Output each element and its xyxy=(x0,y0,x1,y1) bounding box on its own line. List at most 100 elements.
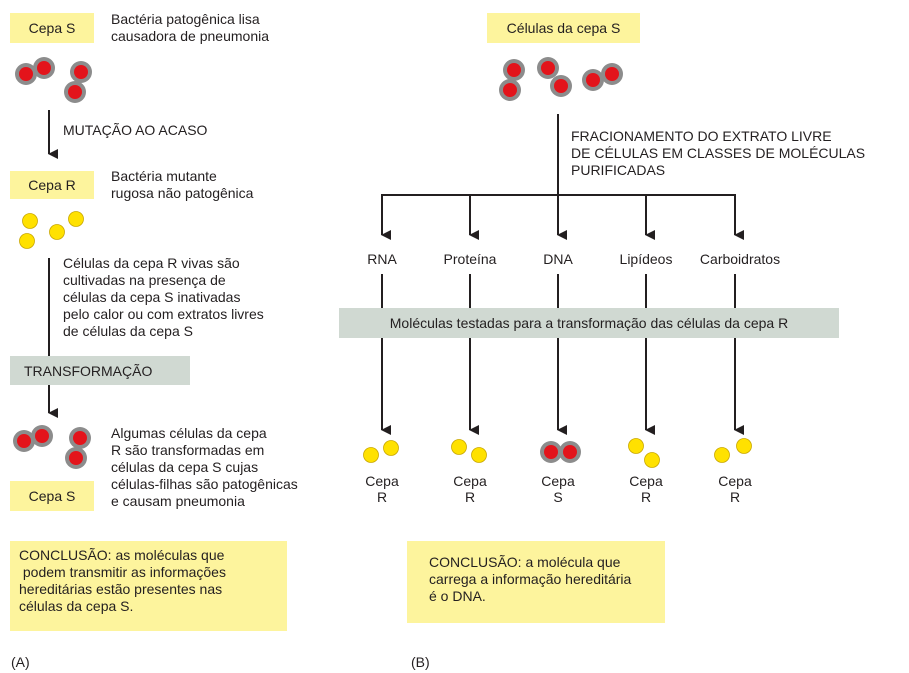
transformation-label: TRANSFORMAÇÃO xyxy=(24,362,153,379)
r-strain-cell-icon xyxy=(628,438,644,454)
branch-arrows xyxy=(381,195,744,240)
result-label-lipids: Cepa R xyxy=(616,473,676,505)
result-desc-line: células-filhas são patogênicas xyxy=(111,476,298,492)
strain-s-desc-line: Bactéria patogênica lisa xyxy=(111,11,260,27)
result-strain-label: Cepa S xyxy=(28,488,76,504)
culture-desc-line: pelo calor ou com extratos livres xyxy=(63,306,264,322)
fractionation-line: FRACIONAMENTO DO EXTRATO LIVRE xyxy=(571,128,832,144)
fractionation-line: PURIFICADAS xyxy=(571,162,666,178)
molecule-carbohydrates: Carboidratos xyxy=(699,251,781,267)
r-strain-cell-icon xyxy=(451,439,467,455)
s-strain-cell-icon xyxy=(31,425,53,447)
culture-desc-line: de células da cepa S xyxy=(63,323,193,339)
s-strain-cell-icon xyxy=(503,59,525,81)
result-desc-line: e causam pneumonia xyxy=(111,493,245,509)
conclusion-b-line: é o DNA. xyxy=(429,588,486,604)
strain-r-desc-line: rugosa não patogênica xyxy=(111,185,254,201)
fractionation-description: FRACIONAMENTO DO EXTRATO LIVRE DE CÉLULA… xyxy=(571,128,865,179)
result-line: R xyxy=(464,489,476,505)
result-cells-carbs xyxy=(714,438,752,463)
strain-s-desc-line: causadora de pneumonia xyxy=(111,28,270,44)
s-strain-cell-icon xyxy=(33,57,55,79)
strain-s-description: Bactéria patogênica lisa causadora de pn… xyxy=(111,11,269,45)
result-cells-dna xyxy=(540,441,581,463)
result-line: R xyxy=(729,489,741,505)
s-strain-cell-icon xyxy=(499,79,521,101)
result-desc-line: células da cepa S cujas xyxy=(111,459,259,475)
s-strain-cells-top xyxy=(15,57,92,103)
result-line: S xyxy=(553,489,563,505)
result-label-rna: Cepa R xyxy=(352,473,412,505)
s-strain-cell-icon xyxy=(559,441,581,463)
result-line: Cepa xyxy=(541,473,575,489)
result-line: Cepa xyxy=(365,473,399,489)
b-s-strain-cells xyxy=(499,57,623,101)
result-cells-protein xyxy=(451,439,487,463)
culture-desc-line: Células da cepa R vivas são xyxy=(63,255,240,271)
strain-s-label-box: Cepa S xyxy=(10,13,94,43)
test-arrows xyxy=(381,274,744,435)
r-strain-cell-icon xyxy=(383,440,399,456)
strain-r-description: Bactéria mutante rugosa não patogênica xyxy=(111,168,253,202)
conclusion-a-line: CONCLUSÃO: as moléculas que xyxy=(19,547,225,563)
molecule-lipids: Lipídeos xyxy=(619,251,673,267)
strain-r-label-box: Cepa R xyxy=(10,171,94,199)
r-strain-cells xyxy=(19,211,84,249)
conclusion-b-box: CONCLUSÃO: a molécula que carrega a info… xyxy=(407,541,665,623)
r-strain-cell-icon xyxy=(471,447,487,463)
result-label-protein: Cepa R xyxy=(440,473,500,505)
r-strain-cell-icon xyxy=(22,213,38,229)
s-strain-cell-icon xyxy=(65,447,87,469)
tested-molecules-band: Moléculas testadas para a transformação … xyxy=(339,308,839,338)
r-strain-cell-icon xyxy=(736,438,752,454)
result-line: Cepa xyxy=(629,473,663,489)
molecule-protein: Proteína xyxy=(443,251,497,267)
conclusion-a-line: células da cepa S. xyxy=(19,598,134,614)
result-desc-line: R são transformadas em xyxy=(111,442,265,458)
strain-s-label: Cepa S xyxy=(28,20,76,36)
molecule-dna: DNA xyxy=(543,251,573,267)
r-strain-cell-icon xyxy=(714,447,730,463)
r-strain-cell-icon xyxy=(49,224,65,240)
b-strain-s-label: Células da cepa S xyxy=(506,20,621,36)
fractionation-line: DE CÉLULAS EM CLASSES DE MOLÉCULAS xyxy=(571,145,866,161)
conclusion-a-line: hereditárias estão presentes nas xyxy=(19,581,223,597)
result-line: Cepa xyxy=(453,473,487,489)
result-cells-lipids xyxy=(628,438,660,468)
s-strain-cell-icon xyxy=(537,57,559,79)
b-strain-s-label-box: Células da cepa S xyxy=(487,13,640,43)
s-strain-cell-icon xyxy=(64,81,86,103)
mutation-label: MUTAÇÃO AO ACASO xyxy=(63,122,208,138)
result-label-carbs: Cepa R xyxy=(705,473,765,505)
result-strain-label-box: Cepa S xyxy=(10,481,94,511)
tested-molecules-label: Moléculas testadas para a transformação … xyxy=(389,315,789,331)
strain-r-label: Cepa R xyxy=(28,177,76,193)
s-strain-cell-icon xyxy=(540,441,562,463)
transformed-cells xyxy=(13,425,91,469)
s-strain-cell-icon xyxy=(69,427,91,449)
result-line: R xyxy=(640,489,652,505)
s-strain-cell-icon xyxy=(601,63,623,85)
conclusion-b-line: carrega a informação hereditária xyxy=(429,571,632,587)
s-strain-cell-icon xyxy=(582,69,604,91)
r-strain-cell-icon xyxy=(68,211,84,227)
s-strain-cell-icon xyxy=(70,61,92,83)
transformation-band: TRANSFORMAÇÃO xyxy=(10,356,190,385)
result-desc-line: Algumas células da cepa xyxy=(111,425,267,441)
s-strain-cell-icon xyxy=(550,75,572,97)
strain-r-desc-line: Bactéria mutante xyxy=(111,168,217,184)
result-label-dna: Cepa S xyxy=(528,473,588,505)
panel-a-label: (A) xyxy=(11,654,30,670)
r-strain-cell-icon xyxy=(644,452,660,468)
conclusion-b-line: CONCLUSÃO: a molécula que xyxy=(429,554,621,570)
culture-desc-line: células da cepa S inativadas xyxy=(63,289,241,305)
result-cells-rna xyxy=(363,440,399,463)
panel-b-label: (B) xyxy=(411,654,430,670)
molecule-rna: RNA xyxy=(367,251,397,267)
culture-description: Células da cepa R vivas são cultivadas n… xyxy=(63,255,264,340)
r-strain-cell-icon xyxy=(363,447,379,463)
result-description: Algumas células da cepa R são transforma… xyxy=(111,425,298,510)
result-line: Cepa xyxy=(718,473,752,489)
